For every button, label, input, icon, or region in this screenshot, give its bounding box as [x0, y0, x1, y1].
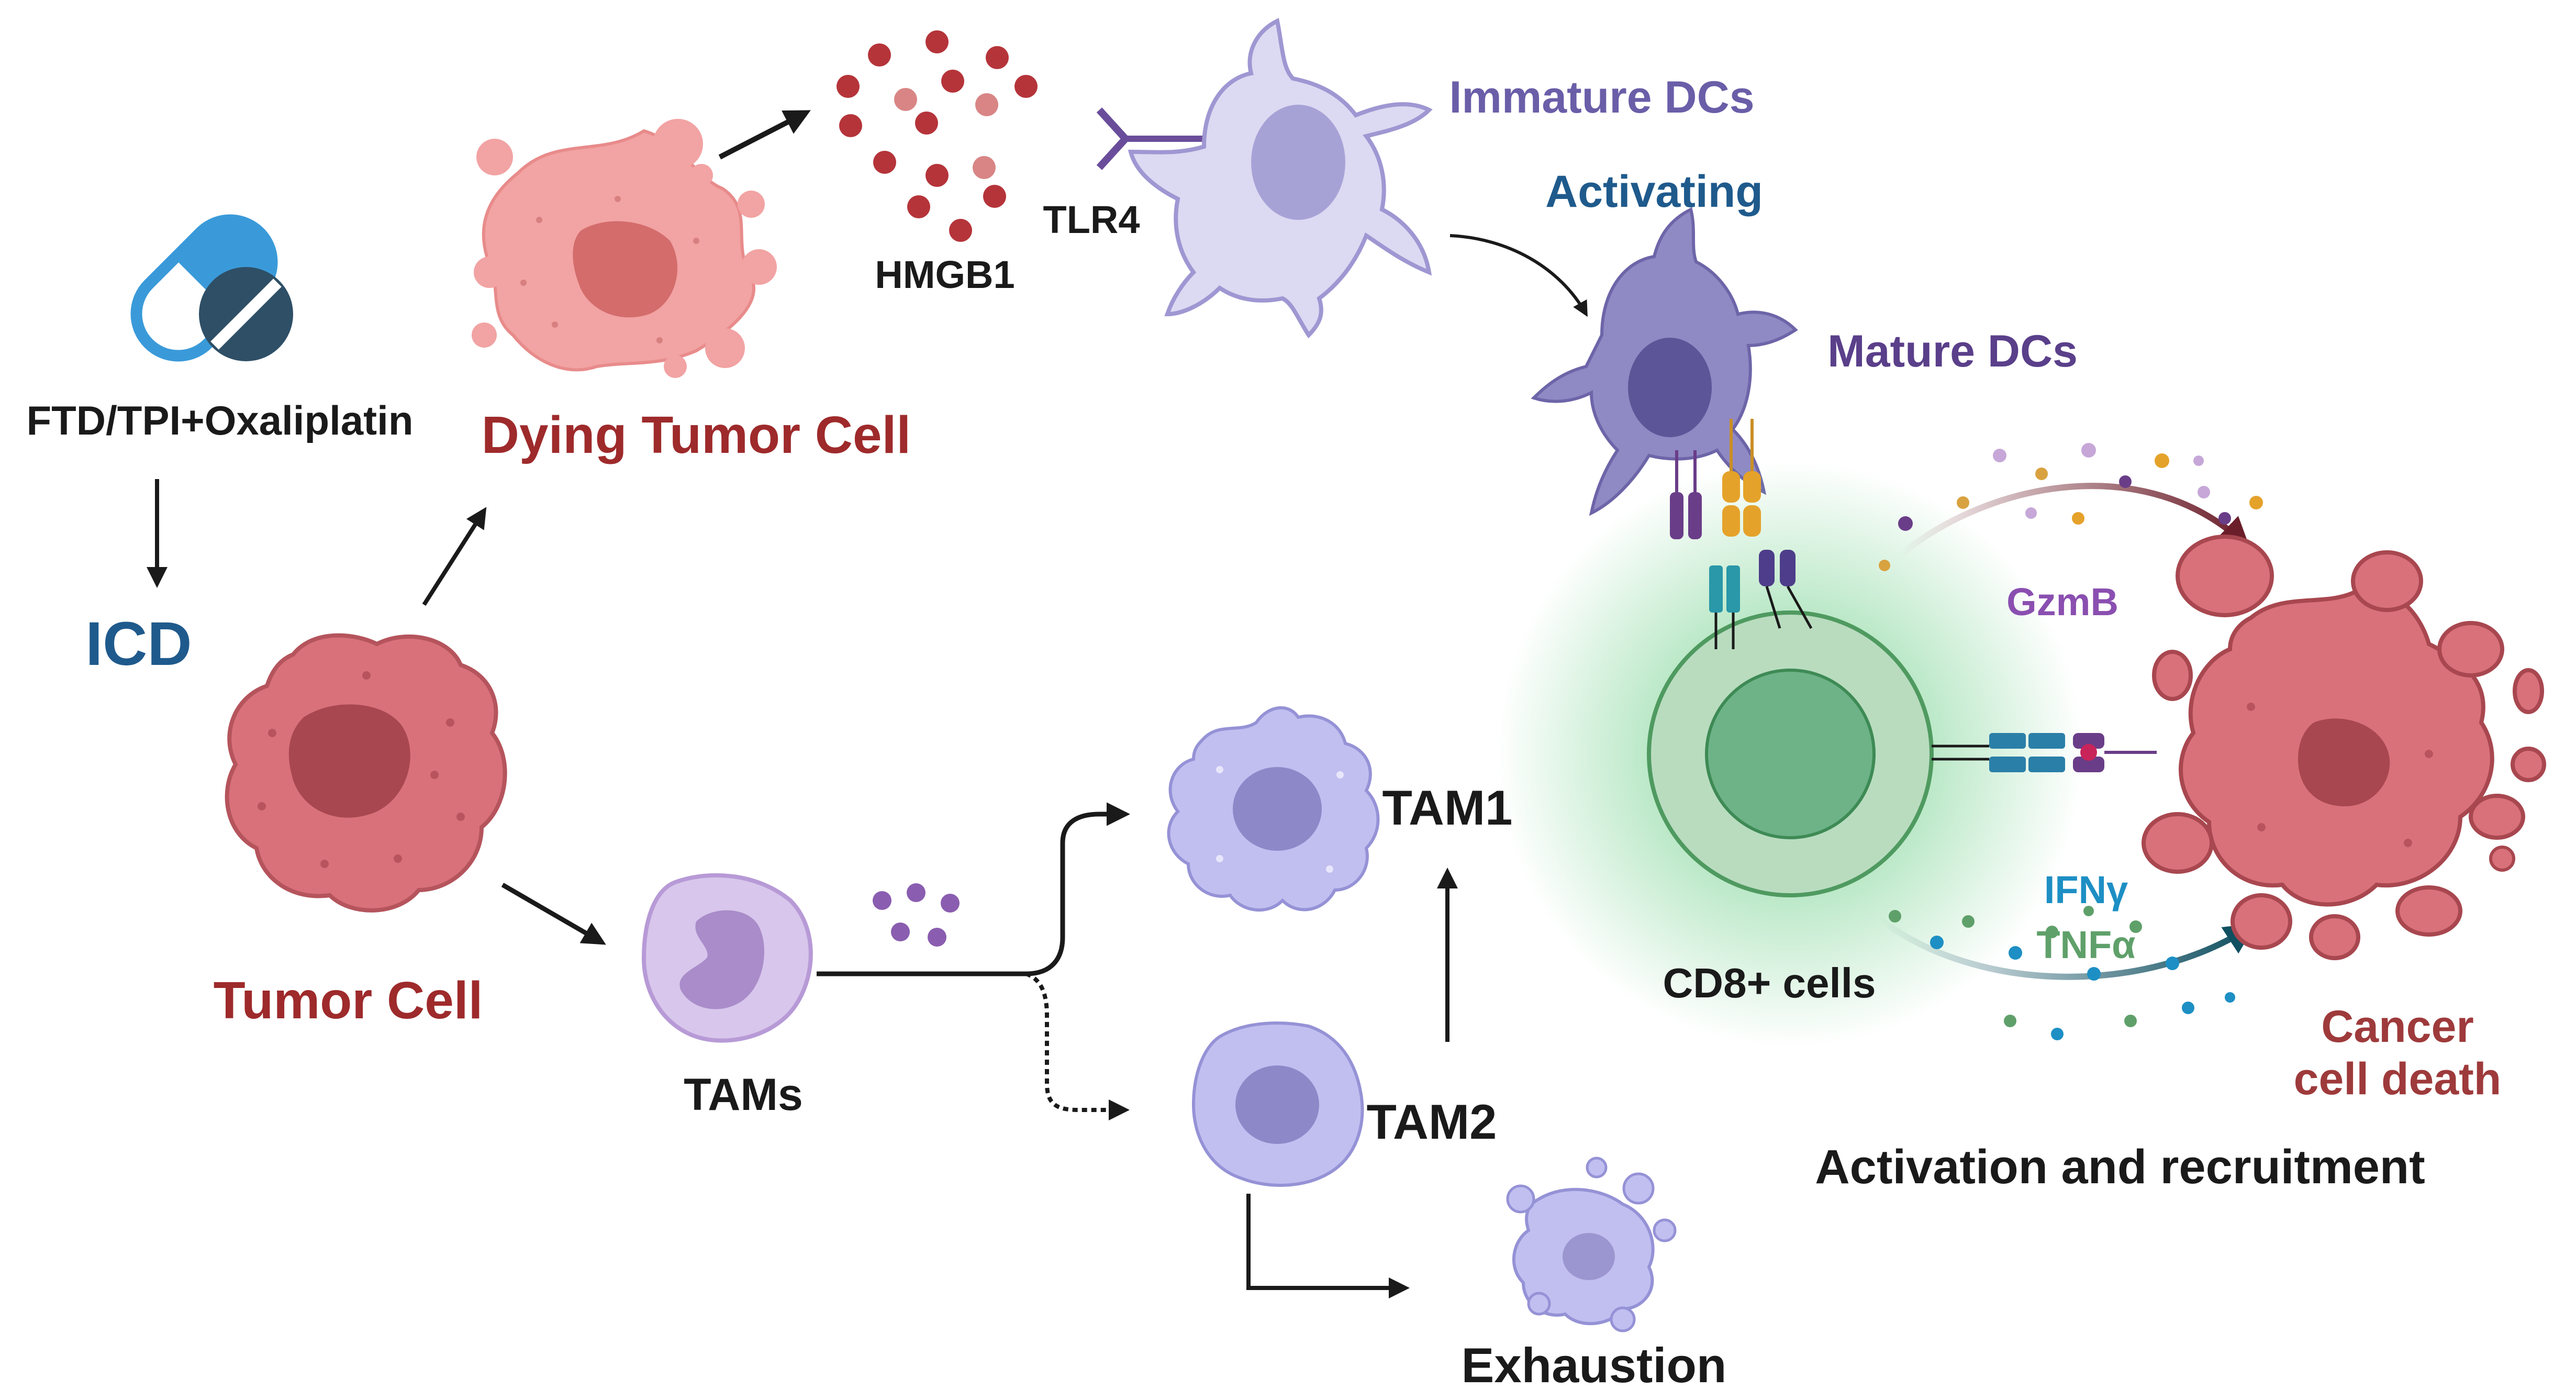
tams-signal-particles: [873, 883, 960, 947]
tumor-cell: [225, 633, 507, 913]
hmgb1-label: HMGB1: [875, 253, 1014, 296]
cancer-cell-death-label-line1: Cancer: [2321, 1002, 2474, 1052]
gzmb-arrow: [1898, 483, 2250, 558]
mature-dcs-label: Mature DCs: [1827, 326, 2078, 376]
tumor-to-dying-arrow: [422, 507, 487, 606]
tam2-to-exhaustion-arrow: [1246, 1194, 1410, 1298]
tams-cell: [641, 873, 813, 1043]
tam2-label: TAM2: [1367, 1094, 1497, 1149]
gzmb-particles: [1879, 443, 2263, 571]
exhaustion-label: Exhaustion: [1462, 1338, 1727, 1386]
pill-capsule-icon: [130, 214, 293, 362]
dying-tumor-cell: [472, 119, 777, 378]
cancer-cell-death-label-line2: cell death: [2294, 1054, 2502, 1104]
drug-label: FTD/TPI+Oxaliplatin: [27, 397, 414, 443]
dying-tumor-cell-label: Dying Tumor Cell: [482, 406, 911, 464]
activation-recruitment-label: Activation and recruitment: [1815, 1140, 2425, 1194]
tams-to-tam2-arrow: [1025, 972, 1130, 1120]
ifng-label: IFNγ: [2044, 868, 2128, 912]
tam1-label: TAM1: [1382, 780, 1513, 835]
immature-dcs-label: Immature DCs: [1449, 72, 1754, 123]
tam2-cell: [1191, 1021, 1364, 1187]
immature-dc-cell: [1128, 18, 1433, 339]
exhausted-cell: [1506, 1157, 1677, 1332]
tcr-mhc-complex-icon: [1670, 419, 1813, 649]
tumor-cell-label: Tumor Cell: [214, 971, 483, 1030]
tlr4-label: TLR4: [1043, 198, 1140, 241]
tnfa-label: TNFα: [2036, 923, 2135, 966]
cytokine-arrow: [1877, 916, 2257, 980]
tams-label: TAMs: [684, 1070, 803, 1120]
cytokine-particles: [1889, 906, 2235, 1040]
cd8-t-cell: [1647, 610, 1934, 897]
activating-label: Activating: [1545, 166, 1763, 217]
tam1-cell: [1167, 706, 1380, 912]
hmgb1-particles: [837, 30, 1038, 242]
cancer-cell-death: [2142, 535, 2546, 960]
immature-to-mature-arrow: [1449, 234, 1588, 317]
tumor-to-tams-arrow: [501, 883, 606, 945]
icd-label: ICD: [85, 609, 192, 679]
tcr-cancer-synapse-icon: [1932, 733, 2157, 772]
tams-to-tam1-arrow: [817, 802, 1130, 976]
dying-to-hmgb1-arrow: [718, 110, 811, 160]
gzmb-label: GzmB: [2006, 580, 2118, 624]
cd8-cells-label: CD8+ cells: [1663, 960, 1876, 1006]
